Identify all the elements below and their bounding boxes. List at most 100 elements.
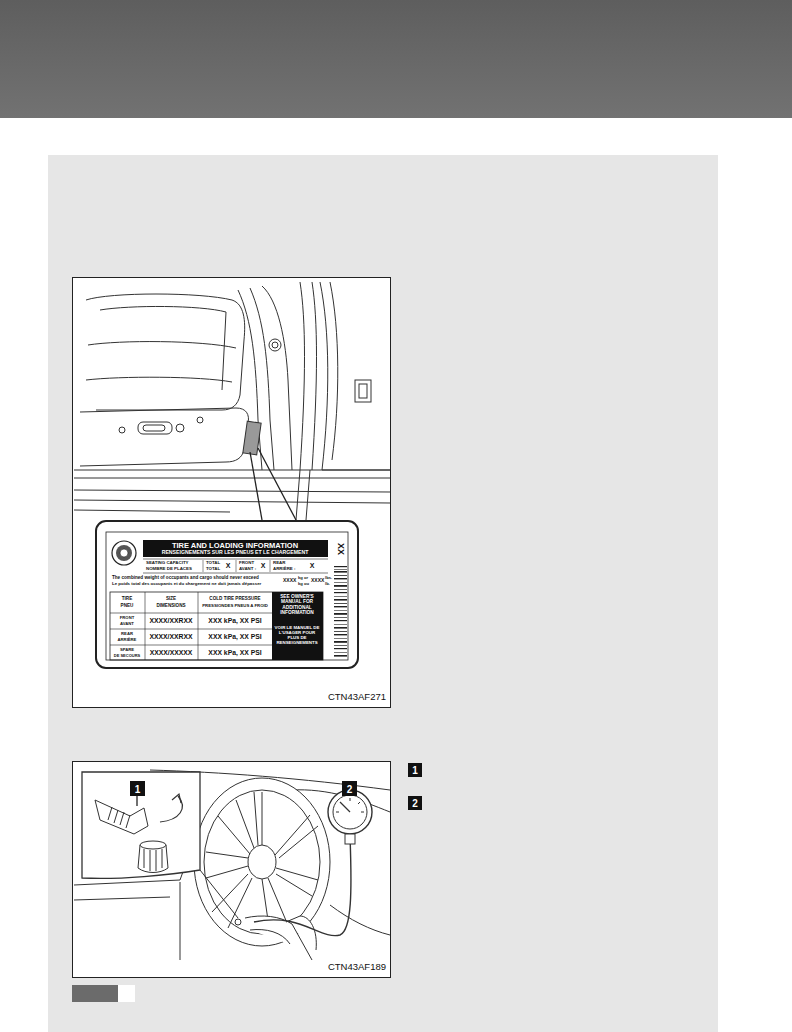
tire-label-card-part-part bbox=[334, 634, 347, 635]
door-illustration-part bbox=[143, 425, 165, 431]
tire-label-card-part-part bbox=[334, 638, 347, 640]
table-cell: SPARE bbox=[120, 648, 134, 653]
pressure-check-illustration-part bbox=[328, 790, 372, 834]
pressure-check-illustration-part bbox=[245, 916, 316, 960]
tire-label-card-part bbox=[112, 541, 136, 565]
card-field: ARRIÈRE : bbox=[273, 567, 295, 572]
pressure-check-illustration bbox=[73, 762, 391, 978]
callout-squares-part bbox=[408, 763, 422, 777]
pressure-check-illustration-part bbox=[200, 870, 238, 918]
content-panel bbox=[48, 155, 718, 1032]
tire-label-card-part bbox=[116, 545, 132, 561]
door-illustration-part bbox=[74, 478, 390, 479]
card-heading: TIRE AND LOADING INFORMATION bbox=[172, 542, 298, 550]
pressure-check-illustration-part bbox=[95, 800, 148, 834]
tire-label-card-part-part bbox=[334, 575, 347, 577]
table-cell: FRONT bbox=[120, 616, 134, 621]
table-header: SIZE bbox=[166, 596, 176, 601]
door-illustration-part bbox=[250, 452, 262, 520]
tire-label-card-part bbox=[143, 559, 328, 560]
table-note: SEE OWNER'S MANUAL FOR ADDITIONAL INFORM… bbox=[273, 594, 321, 615]
callout-number: 2 bbox=[412, 798, 418, 809]
door-illustration-part bbox=[359, 384, 367, 398]
pressure-check-illustration-part bbox=[204, 790, 320, 934]
door-illustration-part bbox=[138, 422, 172, 434]
tire-label-card-part-part bbox=[334, 596, 347, 598]
card-unit: lb. bbox=[325, 582, 330, 587]
pressure-check-illustration-part bbox=[108, 807, 130, 828]
card-value: X bbox=[226, 562, 231, 570]
card-heading: RENSEIGNEMENTS SUR LES PNEUS ET LE CHARG… bbox=[162, 550, 309, 556]
pressure-check-illustration-part bbox=[333, 795, 367, 829]
card-value: XXXX bbox=[311, 578, 324, 584]
door-illustration-part bbox=[258, 448, 296, 520]
tire-label-card-part-part bbox=[334, 620, 347, 621]
tire-label-card-part-part bbox=[334, 610, 347, 612]
tire-label-card-part bbox=[120, 549, 128, 557]
tire-label-card-part bbox=[334, 566, 347, 657]
door-illustration-part bbox=[74, 470, 390, 471]
pressure-check-illustration-part bbox=[206, 792, 318, 934]
pressure-check-illustration-part bbox=[248, 845, 276, 879]
page-tab-part bbox=[72, 985, 118, 1002]
header-band bbox=[0, 0, 792, 118]
tire-label-card-part bbox=[96, 521, 358, 668]
pressure-check-illustration-part bbox=[140, 841, 166, 849]
pressure-check-illustration-part bbox=[82, 772, 200, 878]
door-illustration bbox=[73, 278, 391, 708]
pressure-check-illustration-part bbox=[73, 762, 391, 978]
callout-squares-part bbox=[408, 796, 422, 810]
door-illustration-part bbox=[330, 282, 338, 460]
tire-label-card-part bbox=[145, 592, 146, 660]
callout-squares-part bbox=[342, 781, 357, 796]
callout-squares-part bbox=[136, 796, 137, 806]
card-code: XX bbox=[335, 543, 345, 555]
tire-label-card-part bbox=[143, 573, 328, 574]
tire-label-card-part-part bbox=[334, 569, 347, 571]
tire-label-card bbox=[96, 521, 358, 668]
door-illustration-part bbox=[176, 424, 184, 432]
door-illustration-part bbox=[300, 282, 305, 470]
card-unit: lbs. bbox=[325, 576, 332, 581]
door-illustration-part bbox=[74, 490, 390, 492]
pressure-check-illustration-part bbox=[330, 905, 390, 935]
tire-label-card-part-part bbox=[334, 585, 347, 587]
tire-label-card-part-part bbox=[334, 582, 347, 584]
door-illustration-part bbox=[262, 286, 292, 470]
tire-label-card-part-part bbox=[334, 655, 347, 657]
pressure-check-illustration-part bbox=[74, 897, 170, 900]
table-header: DIMENSIONS bbox=[156, 603, 185, 608]
table-cell: XXXX/XXRXX bbox=[149, 617, 192, 624]
pressure-check-illustration-part bbox=[206, 792, 318, 930]
table-cell: DE SECOURS bbox=[114, 654, 140, 658]
callout-squares bbox=[130, 763, 422, 810]
door-illustration-part bbox=[272, 342, 278, 348]
door-illustration-part bbox=[88, 342, 236, 348]
tire-label-card-part-part bbox=[334, 652, 347, 654]
tire-label-card-part bbox=[236, 560, 237, 572]
table-cell: XXXX/XXXXX bbox=[150, 649, 193, 656]
tire-label-card-part-part bbox=[334, 599, 347, 601]
callout-squares-part bbox=[130, 781, 145, 796]
card-field: AVANT : bbox=[239, 567, 256, 572]
card-field: REAR bbox=[273, 561, 285, 566]
door-illustration-part bbox=[74, 510, 230, 512]
pressure-check-illustration-part bbox=[254, 836, 351, 936]
tire-label-card-part-part bbox=[334, 648, 347, 649]
figure-code: CTN43AF189 bbox=[328, 962, 386, 972]
pressure-check-illustration-part bbox=[144, 849, 162, 871]
callout-number: 1 bbox=[135, 783, 141, 794]
tire-label-card-part bbox=[110, 645, 272, 646]
tire-label-card-part-part bbox=[334, 631, 347, 633]
tire-label-card-part-part bbox=[334, 617, 347, 619]
callout-number: 2 bbox=[347, 783, 353, 794]
tire-label-card-part bbox=[270, 560, 271, 572]
table-header: PNEU bbox=[121, 603, 134, 608]
table-cell: XXX kPa, XX PSI bbox=[208, 617, 261, 624]
table-header: PRESSIONDES PNEUS A FROID bbox=[202, 604, 268, 609]
tire-label-card-part-part bbox=[334, 606, 347, 607]
table-header: TIRE bbox=[122, 596, 132, 601]
tire-label-card-part-part bbox=[334, 571, 347, 573]
card-note: Le poids total des occupants et du charg… bbox=[112, 582, 261, 587]
